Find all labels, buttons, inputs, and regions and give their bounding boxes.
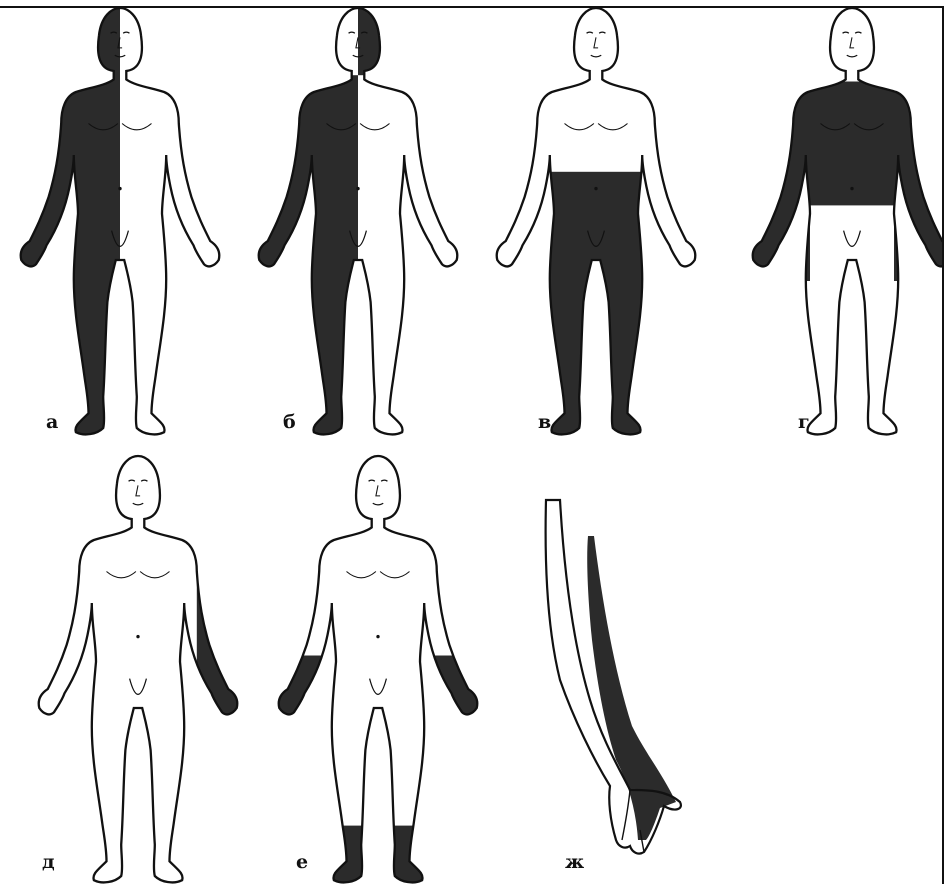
navel bbox=[376, 635, 379, 638]
panel-label-b: б bbox=[283, 411, 296, 433]
panel-label-d: г bbox=[798, 411, 810, 433]
panel-c bbox=[497, 8, 695, 455]
panel-a bbox=[0, 8, 219, 449]
panel-label-g: ж bbox=[565, 851, 584, 873]
shaded-zone bbox=[232, 75, 358, 453]
navel bbox=[356, 187, 359, 190]
panel-label-e: д bbox=[42, 851, 55, 873]
navel bbox=[594, 187, 597, 190]
navel bbox=[850, 187, 853, 190]
shaded-zone bbox=[260, 656, 323, 730]
shaded-zone bbox=[0, 8, 120, 449]
navel bbox=[118, 187, 121, 190]
panel-label-c: в bbox=[538, 411, 551, 433]
panel-label-a: а bbox=[46, 411, 58, 433]
shaded-zone bbox=[197, 582, 239, 719]
shaded-zone bbox=[587, 536, 676, 840]
panel-b bbox=[232, 8, 457, 453]
panel-e bbox=[39, 456, 239, 882]
panel-d bbox=[726, 8, 944, 434]
panel-f bbox=[260, 456, 495, 884]
frame-top-border bbox=[0, 6, 944, 8]
navel bbox=[136, 635, 139, 638]
panel-g bbox=[546, 500, 681, 854]
shaded-zone bbox=[433, 656, 496, 730]
panel-label-f: е bbox=[296, 851, 308, 873]
